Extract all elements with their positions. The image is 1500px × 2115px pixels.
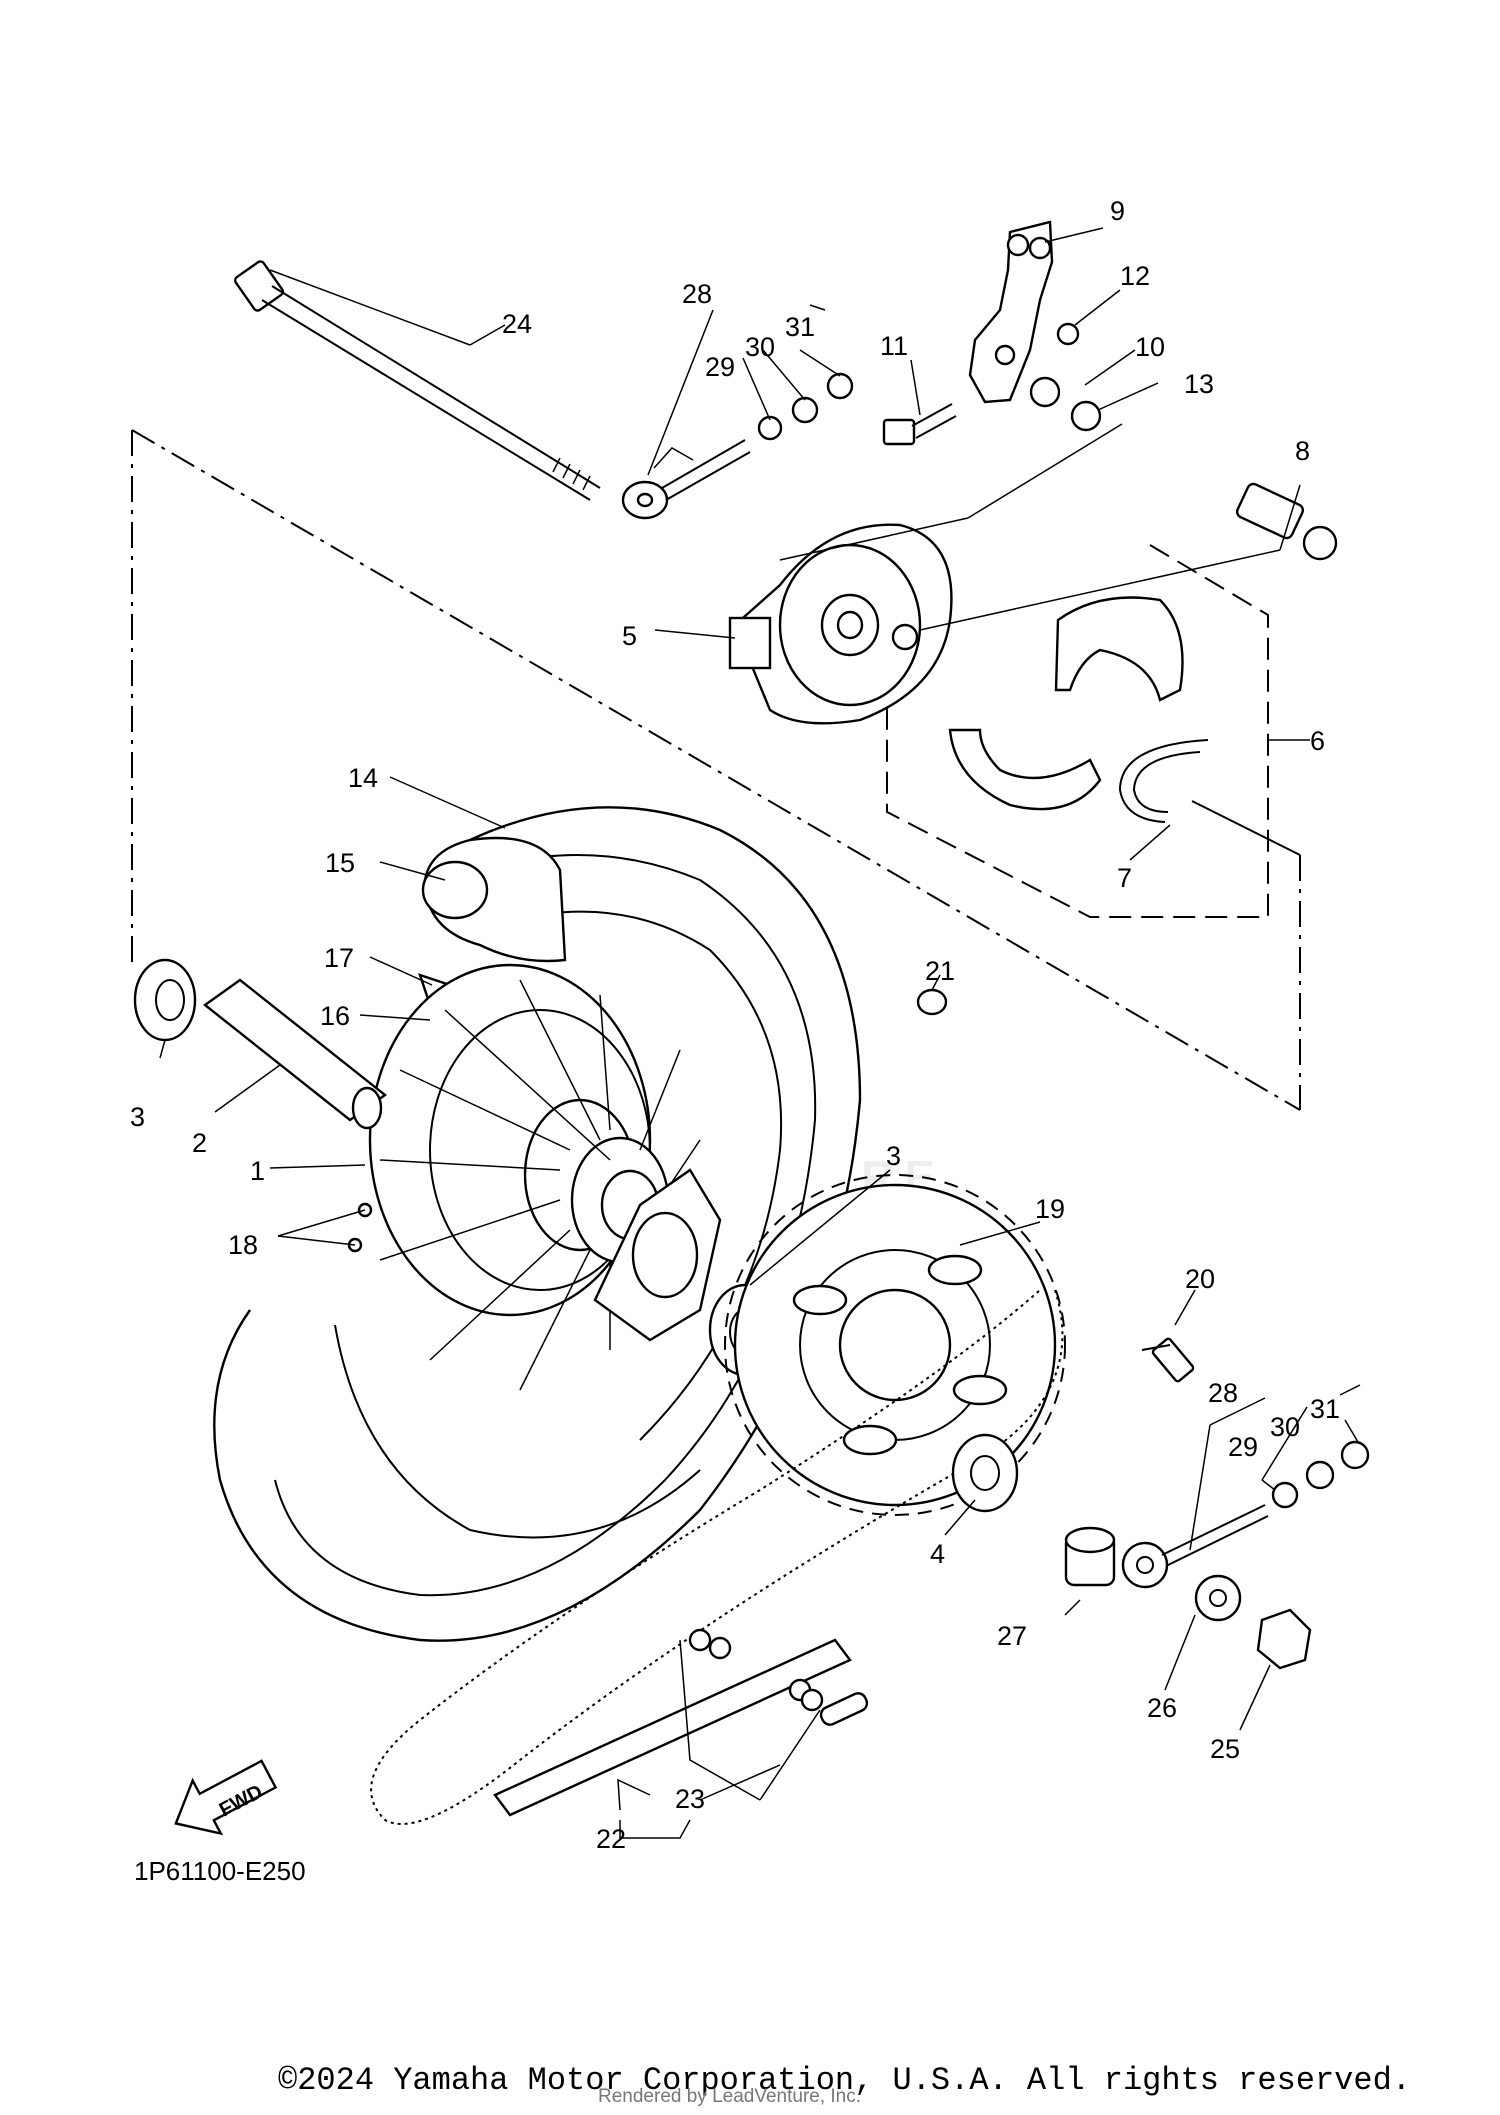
callout-18: 18 [228, 1230, 258, 1260]
callout-21: 21 [925, 956, 955, 986]
callout-26: 26 [1147, 1693, 1177, 1723]
callout-14: 14 [348, 763, 378, 793]
alignment-lines [131, 429, 1301, 1111]
callout-23: 23 [675, 1784, 705, 1814]
callout-28-upper: 28 [682, 279, 712, 309]
callout-9: 9 [1110, 196, 1125, 226]
callout-labels: 24 28 31 30 29 11 9 12 10 13 8 5 6 7 14 … [130, 196, 1340, 1854]
callout-12: 12 [1120, 261, 1150, 291]
rear-axle [233, 260, 601, 501]
callout-31-lower: 31 [1310, 1394, 1340, 1424]
brake-bracket [882, 220, 1102, 446]
callout-4: 4 [930, 1539, 945, 1569]
callout-1: 1 [250, 1156, 265, 1186]
callout-30-upper: 30 [745, 332, 775, 362]
callout-25: 25 [1210, 1734, 1240, 1764]
chain-puller-upper [621, 372, 854, 520]
callout-3-right: 3 [886, 1141, 901, 1171]
callout-30-lower: 30 [1270, 1412, 1300, 1442]
callout-13: 13 [1184, 369, 1214, 399]
brake-panel [728, 523, 953, 725]
callout-16: 16 [320, 1001, 350, 1031]
callout-2: 2 [192, 1128, 207, 1158]
fwd-arrow-icon [174, 1759, 278, 1836]
plate-code: 1P61100-E250 [134, 1856, 306, 1886]
drive-chain [370, 1289, 1064, 1825]
callout-29-upper: 29 [705, 352, 735, 382]
callout-20: 20 [1185, 1264, 1215, 1294]
callout-19: 19 [1035, 1194, 1065, 1224]
brake-shoe-kit [886, 544, 1269, 918]
copyright-notice: ©2024 Yamaha Motor Corporation, U.S.A. A… [278, 2062, 1411, 2099]
callout-15: 15 [325, 848, 355, 878]
callout-5: 5 [622, 621, 637, 651]
callout-8: 8 [1295, 436, 1310, 466]
rear-wheel [133, 806, 948, 1642]
callout-22: 22 [596, 1824, 626, 1854]
callout-27: 27 [997, 1621, 1027, 1651]
callout-17: 17 [324, 943, 354, 973]
rendered-by-credit: Rendered by LeadVenture, Inc. [598, 2086, 862, 2107]
callout-7: 7 [1117, 863, 1132, 893]
callout-6: 6 [1310, 726, 1325, 756]
callout-24: 24 [502, 309, 532, 339]
leader-lines [159, 227, 1361, 1839]
callout-10: 10 [1135, 332, 1165, 362]
sprocket [724, 1174, 1066, 1516]
callout-11: 11 [880, 331, 908, 361]
callout-28-lower: 28 [1208, 1378, 1238, 1408]
brake-camshaft [1235, 482, 1338, 561]
callout-29-lower: 29 [1228, 1432, 1258, 1462]
callout-31-upper: 31 [785, 312, 815, 342]
right-side-hardware [951, 1337, 1370, 1670]
callout-3-left: 3 [130, 1102, 145, 1132]
